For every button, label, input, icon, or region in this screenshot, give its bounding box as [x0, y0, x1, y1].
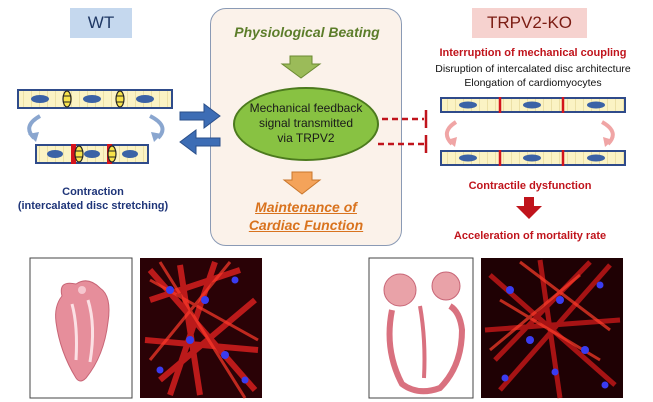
ko-cell-row-bottom — [440, 150, 626, 166]
orange-down-arrow-icon — [282, 171, 322, 195]
ko-interruption-label: Interruption of mechanical coupling — [439, 47, 627, 59]
ko-disruption-label: Disruption of intercalated disc architec… — [435, 63, 631, 75]
inhibition-arrow-icon — [382, 110, 428, 128]
feedback-line-1: Mechanical feedback — [249, 101, 363, 115]
mechanical-feedback-ellipse — [233, 87, 379, 161]
wt-contraction-line-2: (intercalated disc stretching) — [17, 200, 169, 212]
maintenance-line-1: Maintenance of — [255, 199, 357, 215]
maintenance-line-2: Cardiac Function — [248, 217, 364, 233]
feedback-line-3: via TRPV2 — [277, 131, 335, 145]
ko-contractile-label: Contractile dysfunction — [468, 180, 592, 192]
maintenance-label: Maintenance of Cardiac Function — [222, 198, 390, 234]
wt-cell-row-bottom — [35, 144, 149, 164]
mechanical-feedback-text: Mechanical feedback signal transmitted v… — [233, 101, 379, 146]
wt-contraction-line-1: Contraction — [62, 186, 124, 198]
ko-mortality-label: Acceleration of mortality rate — [453, 230, 607, 242]
wt-contraction-label: Contraction (intercalated disc stretchin… — [0, 185, 186, 213]
wt-label: WT — [70, 8, 132, 38]
ko-elongation-label: Elongation of cardiomyocytes — [464, 77, 602, 89]
blue-right-arrow-icon — [179, 103, 221, 129]
inhibition-arrow-icon — [378, 135, 428, 153]
intercalated-disc-icon — [74, 145, 84, 163]
intercalated-disc-icon — [62, 90, 72, 108]
intercalated-disc-icon — [115, 90, 125, 108]
red-down-arrow-icon — [516, 197, 542, 219]
wt-fluorescence-image — [140, 258, 262, 399]
ko-fluorescence-image — [481, 258, 623, 399]
ko-cell-row-top — [440, 97, 626, 113]
ko-label: TRPV2-KO — [472, 8, 587, 38]
physiological-beating-label: Physiological Beating — [234, 24, 380, 40]
ko-heart-section-image — [368, 257, 474, 399]
wt-heart-section-image — [29, 257, 133, 399]
feedback-line-2: signal transmitted — [258, 116, 354, 130]
blue-left-arrow-icon — [179, 129, 221, 155]
green-down-arrow-icon — [280, 55, 322, 79]
wt-cell-row-top — [17, 89, 173, 109]
intercalated-disc-icon — [107, 145, 117, 163]
